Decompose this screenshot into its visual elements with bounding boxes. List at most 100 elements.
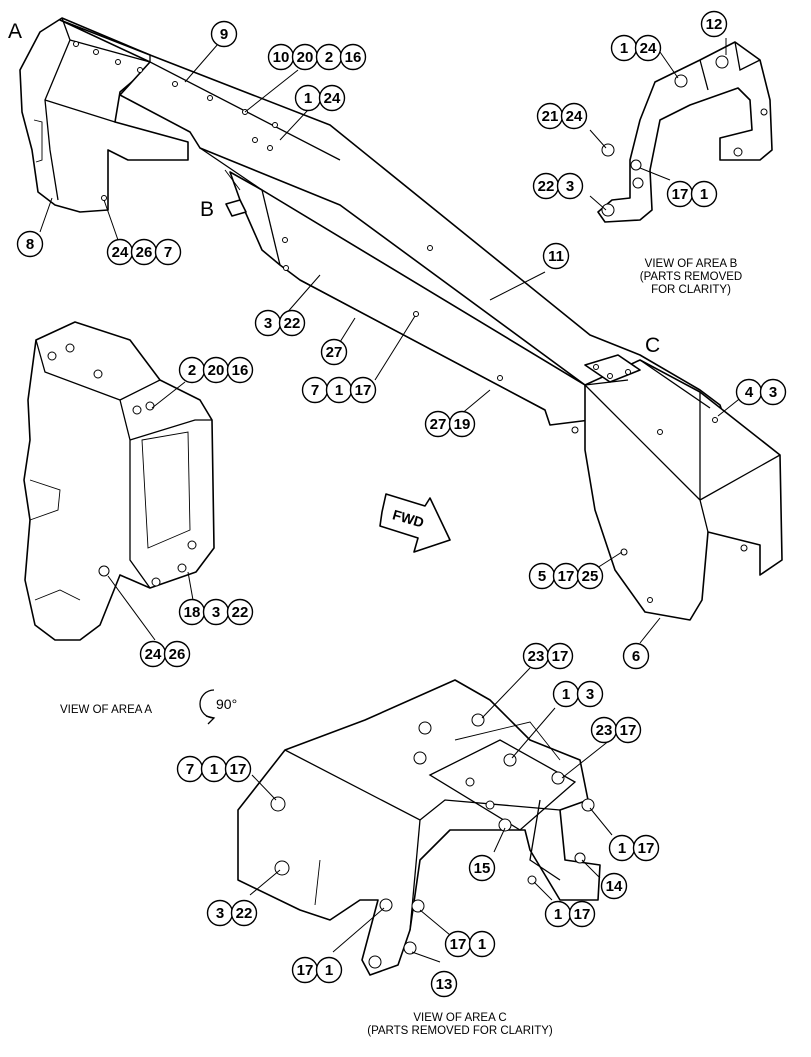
callout-circle: [632, 834, 660, 862]
callout-number: 8: [26, 236, 34, 253]
main-bumper-assembly: [19, 17, 783, 621]
callout-number: 10: [273, 49, 290, 66]
callout-number: 6: [632, 648, 640, 665]
callout-number: 17: [297, 962, 314, 979]
view-a-housing: [23, 321, 215, 641]
callout-number: 17: [638, 840, 655, 857]
callout-number: 14: [606, 878, 623, 895]
caption-view-c: VIEW OF AREA C (PARTS REMOVED FOR CLARIT…: [330, 1012, 590, 1038]
callout-circle: [230, 899, 258, 927]
callout-c11: 11: [542, 242, 570, 270]
callout-number: 24: [145, 646, 162, 663]
callout-number: 1: [478, 936, 486, 953]
callout-number: 2: [188, 362, 196, 379]
callout-c1a: 1 24: [294, 84, 346, 112]
callout-c22: 22 3: [532, 172, 584, 200]
callout-c13: 13: [430, 970, 458, 998]
callout-number: 17: [574, 906, 591, 923]
callout-circle: [224, 755, 252, 783]
callout-number: 21: [542, 108, 559, 125]
callout-circle: [600, 872, 628, 900]
callout-circle: [430, 970, 458, 998]
callout-circle: [448, 410, 476, 438]
callout-number: 22: [236, 905, 253, 922]
callout-number: 24: [112, 244, 129, 261]
callout-c17c: 17 1: [291, 956, 343, 984]
callout-circle: [546, 642, 574, 670]
callout-number: 1: [554, 906, 562, 923]
caption-view-a-text: VIEW OF AREA A: [60, 704, 153, 716]
callout-circle: [622, 642, 650, 670]
forward-arrow: FWD: [379, 493, 451, 553]
callout-number: 3: [212, 604, 220, 621]
callout-number: 22: [538, 178, 555, 195]
callout-number: 26: [136, 244, 153, 261]
rotation-label: 90°: [216, 696, 237, 712]
rotation-indicator: 90°: [199, 689, 237, 725]
callout-number: 20: [297, 49, 314, 66]
callout-c3a: 3 22: [254, 309, 306, 337]
callout-number: 23: [528, 648, 545, 665]
callout-number: 3: [769, 384, 777, 401]
callout-number: 3: [566, 178, 574, 195]
callout-circle: [278, 309, 306, 337]
view-c-assembly: [237, 679, 601, 976]
callout-c14: 14: [600, 872, 628, 900]
callout-number: 9: [220, 26, 228, 43]
callout-circle: [542, 242, 570, 270]
callout-number: 27: [430, 416, 447, 433]
caption-view-b-line3: FOR CLARITY): [651, 284, 731, 296]
callout-circle: [560, 102, 588, 130]
beam-holes: [73, 41, 748, 603]
callout-circle: [468, 930, 496, 958]
callout-circle: [226, 598, 254, 626]
area-letter-a: A: [8, 20, 22, 43]
view-c-nuts: [270, 713, 595, 969]
callout-number: 17: [620, 722, 637, 739]
callout-circle: [154, 238, 182, 266]
callout-circle: [226, 356, 254, 384]
callout-number: 22: [232, 604, 249, 621]
callout-c3b: 3 22: [206, 899, 258, 927]
callout-number: 15: [474, 860, 491, 877]
callout-number: 4: [745, 384, 754, 401]
callout-number: 11: [548, 248, 564, 265]
callout-number: 3: [586, 686, 594, 703]
callout-circle: [315, 956, 343, 984]
callout-circle: [576, 680, 604, 708]
caption-view-b: VIEW OF AREA B (PARTS REMOVED FOR CLARIT…: [616, 258, 766, 297]
callout-number: 24: [640, 40, 657, 57]
callout-number: 27: [326, 344, 343, 361]
callout-number: 24: [566, 108, 583, 125]
callout-number: 1: [304, 90, 312, 107]
caption-view-b-line2: (PARTS REMOVED: [639, 271, 743, 283]
callout-number: 1: [618, 840, 626, 857]
callout-circle: [700, 10, 728, 38]
callout-circle: [163, 640, 191, 668]
callout-number: 1: [325, 962, 333, 979]
callout-c6: 6: [622, 642, 650, 670]
area-letter-b: B: [200, 198, 214, 221]
callout-number: 24: [324, 90, 341, 107]
callout-circle: [556, 172, 584, 200]
callout-c1d: 1 17: [608, 834, 660, 862]
callout-number: 22: [284, 315, 301, 332]
callout-number: 1: [700, 186, 708, 203]
callout-number: 18: [184, 604, 201, 621]
callout-c27: 27: [320, 338, 348, 366]
callout-number: 25: [582, 568, 599, 585]
callout-circle: [614, 716, 642, 744]
callout-number: 3: [264, 315, 272, 332]
callout-number: 3: [216, 905, 224, 922]
